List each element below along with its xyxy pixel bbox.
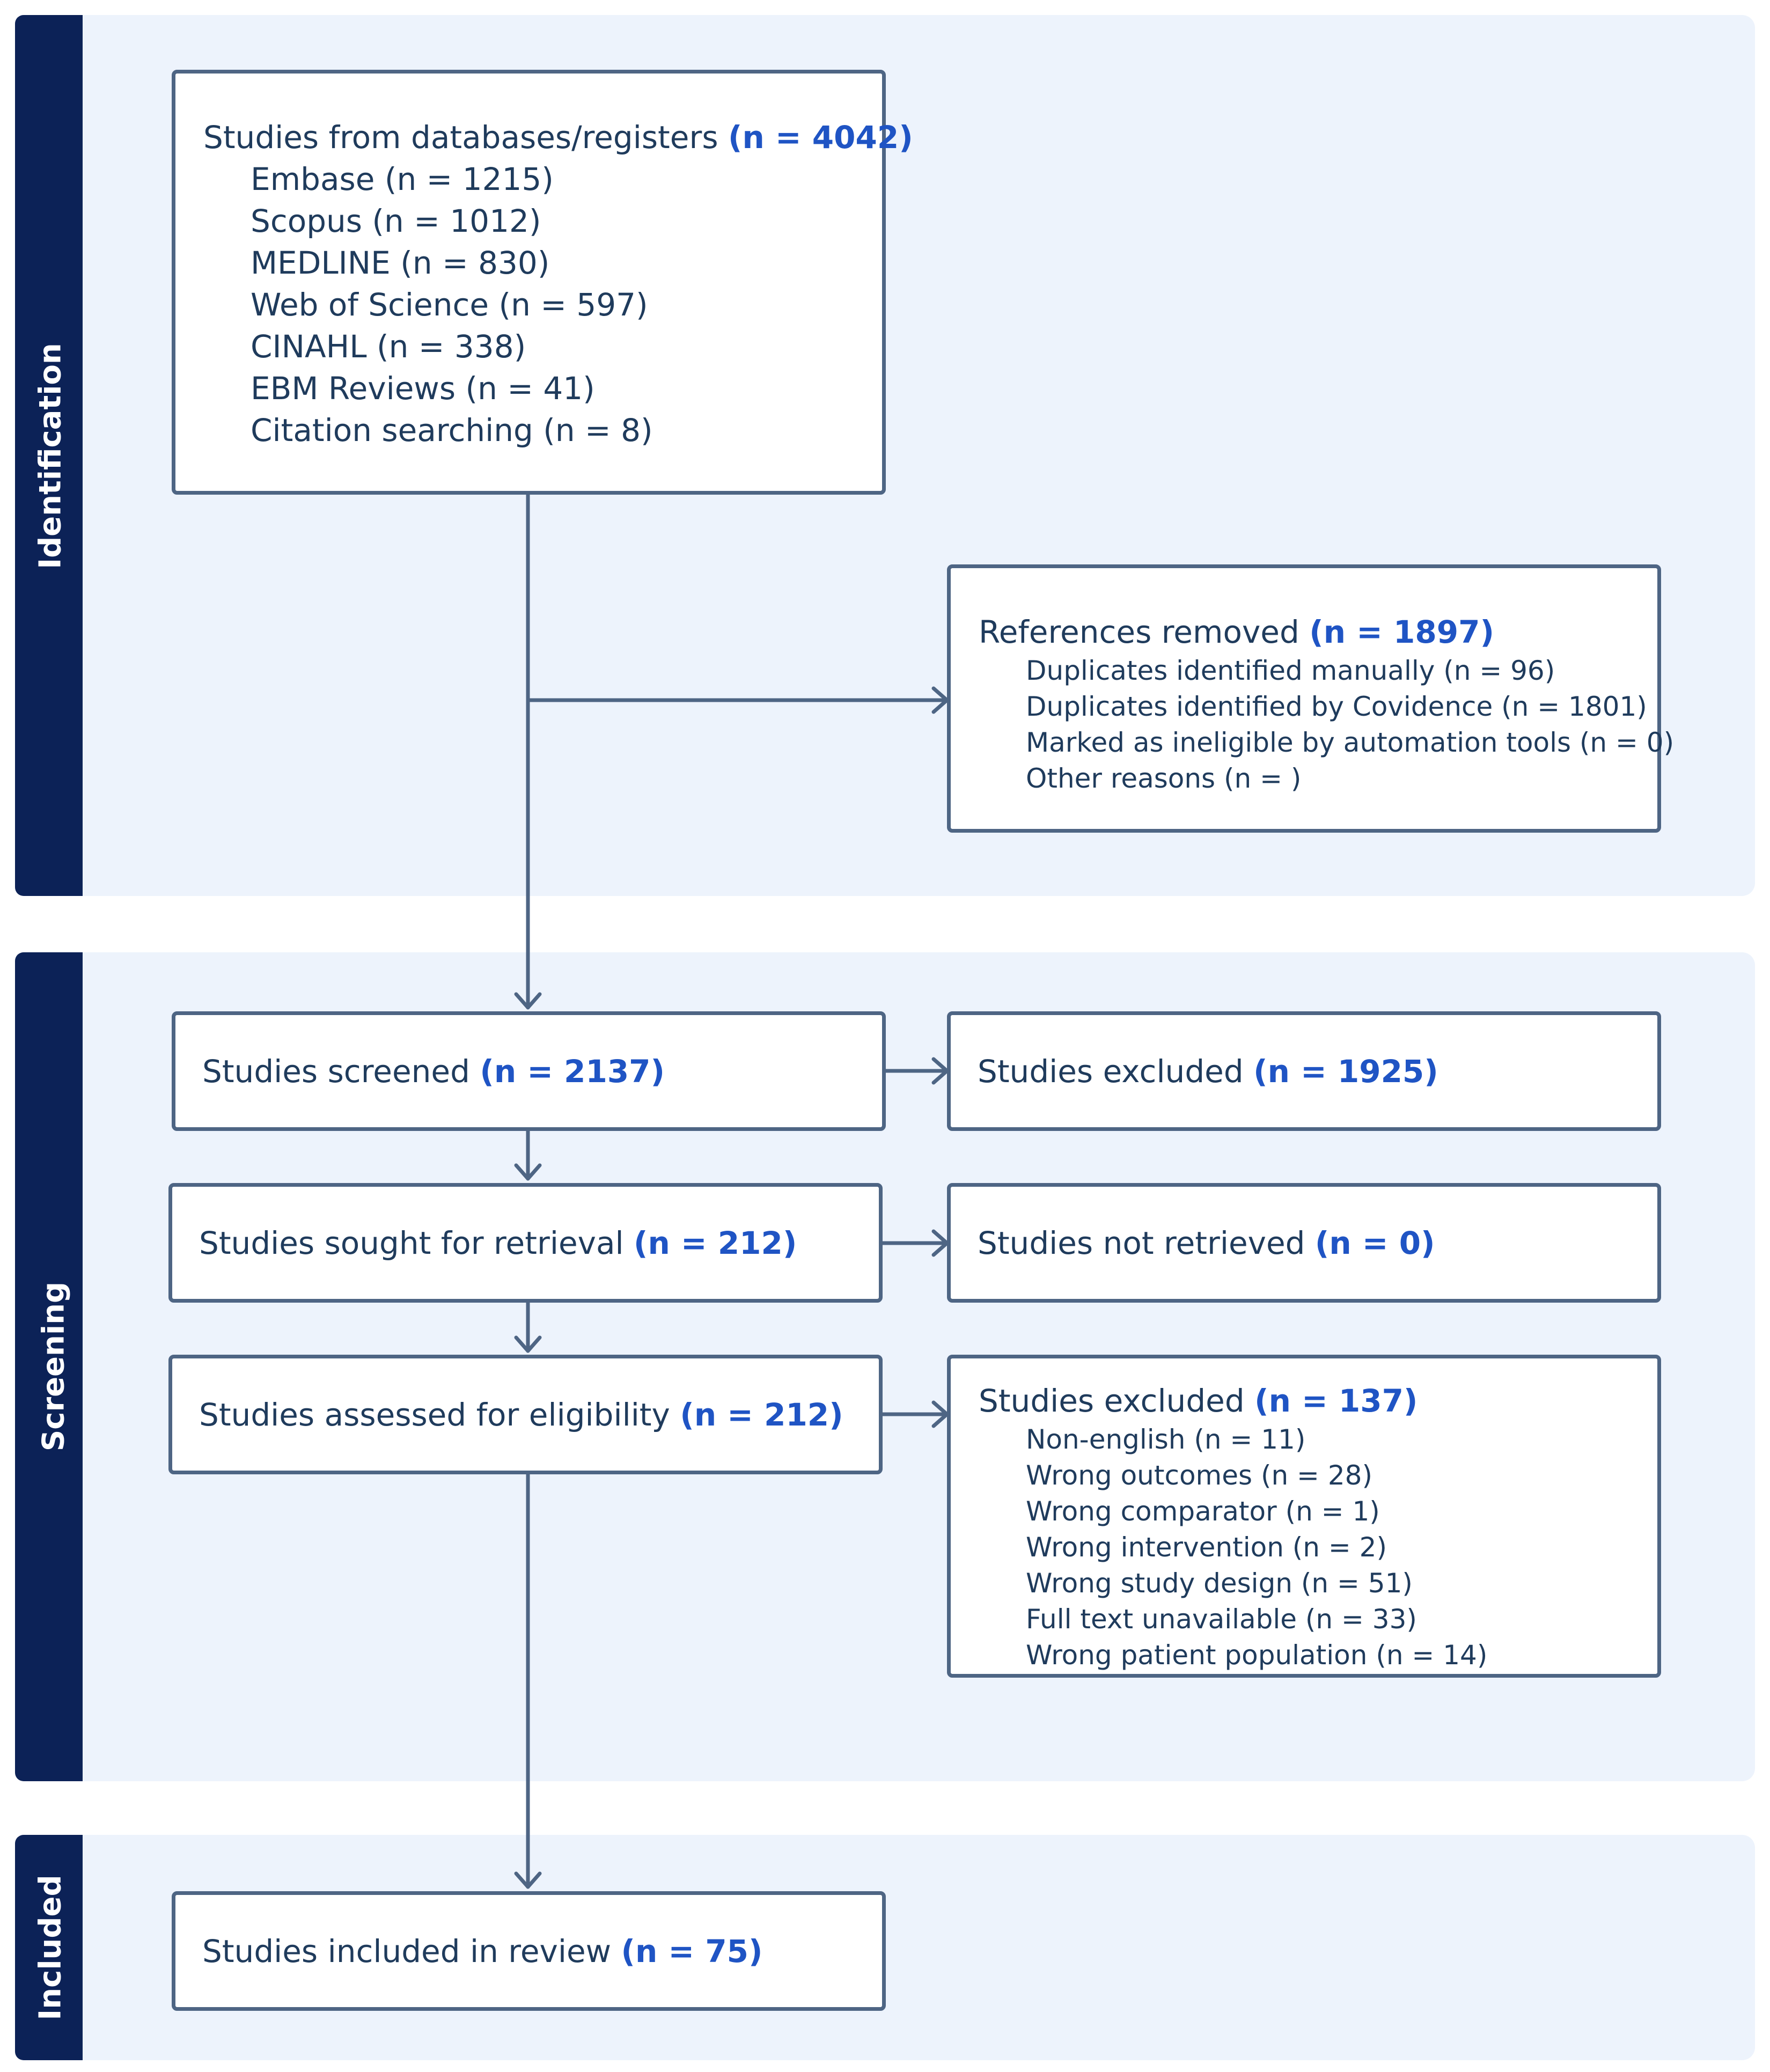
exclusion-reason-item: Wrong intervention (n = 2) <box>1026 1532 1387 1563</box>
studies-assessed-box: Studies assessed for eligibility (n = 21… <box>168 1355 883 1474</box>
not-retrieved-box: Studies not retrieved (n = 0) <box>947 1183 1661 1303</box>
exclusion-reason-item: Wrong study design (n = 51) <box>1026 1568 1413 1599</box>
source-item: EBM Reviews (n = 41) <box>251 370 595 407</box>
removed-item: Marked as ineligible by automation tools… <box>1026 727 1674 758</box>
assessed-count: (n = 212) <box>680 1396 843 1433</box>
source-item: Scopus (n = 1012) <box>251 203 541 239</box>
included-count: (n = 75) <box>621 1933 763 1970</box>
removed-title: References removed <box>979 614 1299 650</box>
arrowhead-assessed <box>514 1335 542 1353</box>
removed-item: Duplicates identified by Covidence (n = … <box>1026 691 1647 722</box>
removed-item: Duplicates identified manually (n = 96) <box>1026 655 1555 686</box>
source-item: CINAHL (n = 338) <box>251 328 526 365</box>
references-removed-box: References removed (n = 1897) Duplicates… <box>947 564 1674 833</box>
screened-count: (n = 2137) <box>480 1053 665 1090</box>
studies-screened-box: Studies screened (n = 2137) <box>172 1011 886 1131</box>
screening-excluded-count: (n = 1925) <box>1253 1053 1438 1090</box>
exclusion-reason-item: Full text unavailable (n = 33) <box>1026 1604 1417 1635</box>
removed-count: (n = 1897) <box>1309 614 1494 650</box>
identification-stage-tab <box>15 15 83 896</box>
eligibility-excluded-box: Studies excluded (n = 137) Non-english (… <box>947 1355 1661 1678</box>
identification-box: Studies from databases/registers (n = 40… <box>172 70 913 495</box>
exclusion-reason-item: Wrong comparator (n = 1) <box>1026 1496 1380 1527</box>
screened-label: Studies screened <box>202 1053 470 1090</box>
source-item: Web of Science (n = 597) <box>251 286 648 323</box>
eligibility-excluded-title-line: Studies excluded (n = 137) <box>979 1380 1657 1422</box>
screening-excluded-box: Studies excluded (n = 1925) <box>947 1011 1661 1131</box>
screening-stage-tab <box>15 952 83 1781</box>
included-label: Studies included in review <box>202 1933 612 1970</box>
source-item: MEDLINE (n = 830) <box>251 245 550 281</box>
arrowhead-screened <box>514 992 542 1010</box>
removed-item: Other reasons (n = ) <box>1026 763 1302 794</box>
sought-count: (n = 212) <box>634 1224 797 1261</box>
studies-sought-box: Studies sought for retrieval (n = 212) <box>168 1183 883 1303</box>
identification-title-line: Studies from databases/registers (n = 40… <box>203 116 913 158</box>
removed-title-line: References removed (n = 1897) <box>979 611 1657 653</box>
exclusion-reason-item: Wrong outcomes (n = 28) <box>1026 1460 1372 1491</box>
sought-label: Studies sought for retrieval <box>199 1224 624 1261</box>
source-item: Citation searching (n = 8) <box>251 412 653 449</box>
eligibility-excluded-count: (n = 137) <box>1254 1383 1418 1419</box>
studies-included-box: Studies included in review (n = 75) <box>172 1891 886 2011</box>
eligibility-excluded-title: Studies excluded <box>979 1383 1245 1419</box>
source-item: Embase (n = 1215) <box>251 161 554 197</box>
exclusion-reason-item: Wrong patient population (n = 14) <box>1026 1640 1488 1671</box>
not-retrieved-label: Studies not retrieved <box>978 1224 1305 1261</box>
identification-title: Studies from databases/registers <box>203 119 718 156</box>
included-stage-tab <box>15 1835 83 2060</box>
not-retrieved-count: (n = 0) <box>1314 1224 1435 1261</box>
arrowhead-included <box>514 1871 542 1889</box>
assessed-label: Studies assessed for eligibility <box>199 1396 670 1433</box>
screening-excluded-label: Studies excluded <box>978 1053 1244 1090</box>
arrowhead-sought <box>514 1163 542 1181</box>
exclusion-reason-item: Non-english (n = 11) <box>1026 1424 1306 1455</box>
identification-count: (n = 4042) <box>728 119 913 156</box>
